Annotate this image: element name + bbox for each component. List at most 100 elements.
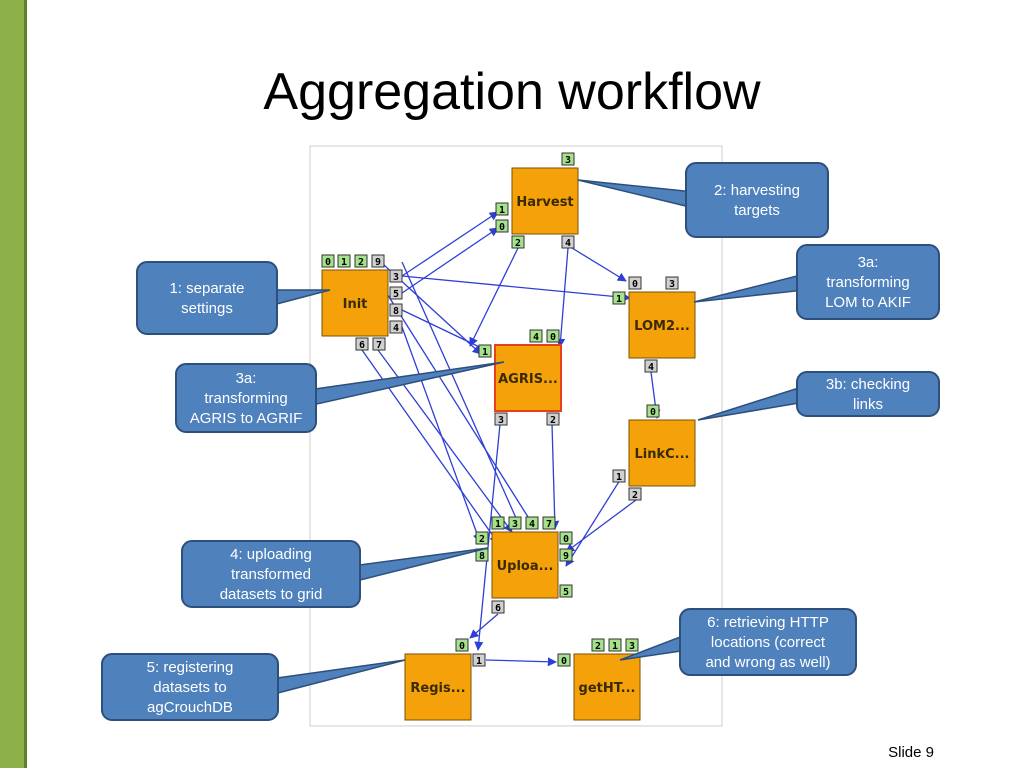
node-box[interactable] [628,419,696,487]
node-box[interactable] [628,291,696,359]
port-init-right-8[interactable]: 8 [389,303,403,317]
port-box[interactable] [494,412,508,426]
node-box[interactable] [321,269,389,337]
port-box[interactable] [612,291,626,305]
port-regis-top-0[interactable]: 0 [455,638,469,652]
port-agris-top-4[interactable]: 4 [529,329,543,343]
port-regis-right-1[interactable]: 1 [472,653,486,667]
node-box[interactable] [404,653,472,721]
port-upload-top-1[interactable]: 1 [491,516,505,530]
port-init-bottom-6[interactable]: 6 [355,337,369,351]
port-agris-bottom-2[interactable]: 2 [546,412,560,426]
port-harvest-left-0[interactable]: 0 [495,219,509,233]
port-box[interactable] [478,344,492,358]
port-box[interactable] [561,235,575,249]
port-agris-top-0[interactable]: 0 [546,329,560,343]
port-upload-top-3[interactable]: 3 [508,516,522,530]
port-box[interactable] [389,303,403,317]
port-init-top-1[interactable]: 1 [337,254,351,268]
port-agris-bottom-3[interactable]: 3 [494,412,508,426]
port-box[interactable] [612,469,626,483]
port-linkc-left-1[interactable]: 1 [612,469,626,483]
port-box[interactable] [511,235,525,249]
port-box[interactable] [557,653,571,667]
port-upload-bottom-6[interactable]: 6 [491,600,505,614]
port-harvest-bottom-2[interactable]: 2 [511,235,525,249]
port-init-right-5[interactable]: 5 [389,286,403,300]
port-box[interactable] [508,516,522,530]
node-regis[interactable]: Regis...01 [404,638,486,721]
port-box[interactable] [355,337,369,351]
port-box[interactable] [646,404,660,418]
port-upload-top-4[interactable]: 4 [525,516,539,530]
port-box[interactable] [495,219,509,233]
port-linkc-top-0[interactable]: 0 [646,404,660,418]
port-init-top-9[interactable]: 9 [371,254,385,268]
port-box[interactable] [491,516,505,530]
port-box[interactable] [495,202,509,216]
node-linkc[interactable]: LinkC...012 [612,404,696,501]
port-getht-top-3[interactable]: 3 [625,638,639,652]
port-box[interactable] [559,531,573,545]
port-box[interactable] [546,412,560,426]
port-upload-left-8[interactable]: 8 [475,548,489,562]
port-box[interactable] [525,516,539,530]
port-lom2-bottom-4[interactable]: 4 [644,359,658,373]
node-box[interactable] [494,344,562,412]
port-box[interactable] [591,638,605,652]
port-box[interactable] [389,320,403,334]
port-agris-left-1[interactable]: 1 [478,344,492,358]
port-harvest-left-1[interactable]: 1 [495,202,509,216]
port-box[interactable] [608,638,622,652]
port-box[interactable] [542,516,556,530]
port-getht-top-2[interactable]: 2 [591,638,605,652]
port-harvest-bottom-4[interactable]: 4 [561,235,575,249]
port-box[interactable] [321,254,335,268]
port-box[interactable] [455,638,469,652]
port-init-top-2[interactable]: 2 [354,254,368,268]
port-getht-top-1[interactable]: 1 [608,638,622,652]
port-box[interactable] [491,600,505,614]
port-lom2-top-0[interactable]: 0 [628,276,642,290]
port-upload-top-7[interactable]: 7 [542,516,556,530]
port-getht-left-0[interactable]: 0 [557,653,571,667]
port-upload-left-2[interactable]: 2 [475,531,489,545]
port-lom2-top-3[interactable]: 3 [665,276,679,290]
node-box[interactable] [511,167,579,235]
port-box[interactable] [559,548,573,562]
port-box[interactable] [628,487,642,501]
port-harvest-top-3[interactable]: 3 [561,152,575,166]
node-box[interactable] [491,531,559,599]
port-upload-right-0[interactable]: 0 [559,531,573,545]
port-init-bottom-7[interactable]: 7 [372,337,386,351]
port-box[interactable] [389,269,403,283]
port-box[interactable] [628,276,642,290]
port-box[interactable] [371,254,385,268]
port-box[interactable] [561,152,575,166]
port-upload-right-9[interactable]: 9 [559,548,573,562]
port-box[interactable] [529,329,543,343]
port-init-top-0[interactable]: 0 [321,254,335,268]
port-linkc-bottom-2[interactable]: 2 [628,487,642,501]
port-box[interactable] [665,276,679,290]
port-box[interactable] [337,254,351,268]
port-box[interactable] [546,329,560,343]
port-init-right-4[interactable]: 4 [389,320,403,334]
port-box[interactable] [354,254,368,268]
port-box[interactable] [389,286,403,300]
port-lom2-left-1[interactable]: 1 [612,291,626,305]
port-init-right-3[interactable]: 3 [389,269,403,283]
node-box[interactable] [573,653,641,721]
port-box[interactable] [475,531,489,545]
port-box[interactable] [559,584,573,598]
port-box[interactable] [372,337,386,351]
port-box[interactable] [472,653,486,667]
port-upload-right-5[interactable]: 5 [559,584,573,598]
port-box[interactable] [644,359,658,373]
